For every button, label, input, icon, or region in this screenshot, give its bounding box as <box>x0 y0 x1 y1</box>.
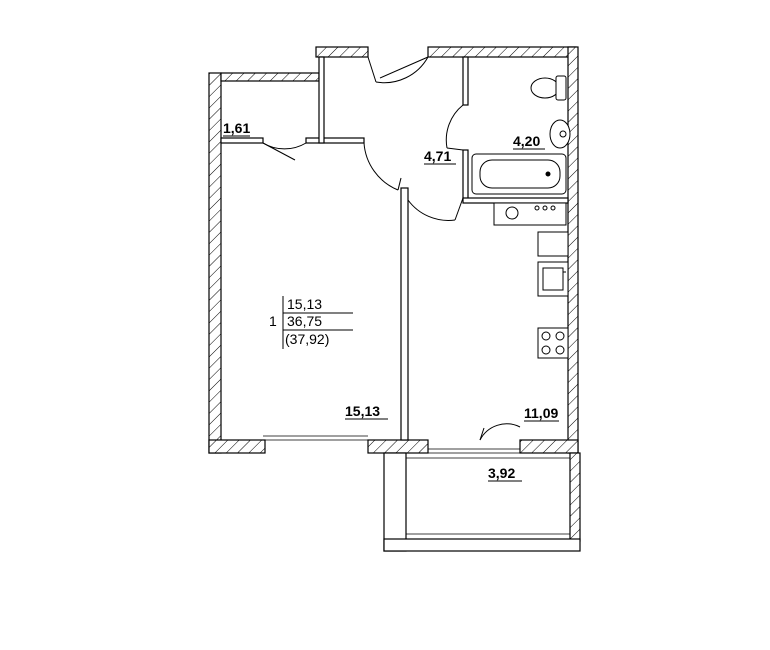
interior-walls <box>220 56 581 552</box>
kitchen-area-label: 11,09 <box>524 405 558 421</box>
kitchen-fixtures <box>537 231 569 359</box>
living-area-value: 15,13 <box>287 296 322 312</box>
room-labels: 1,61 4,71 4,20 15,13 11,09 3,92 <box>223 120 559 482</box>
hall-area-label: 4,71 <box>424 148 451 164</box>
toilet-icon <box>530 77 560 99</box>
stove-icon <box>537 327 569 359</box>
exterior-walls <box>208 46 581 542</box>
rooms-count: 1 <box>269 313 277 329</box>
washer-icon <box>493 202 567 226</box>
area-summary-table: 1 15,13 36,75 (37,92) <box>269 296 353 349</box>
fridge-icon <box>537 231 569 257</box>
bathroom-area-label: 4,20 <box>513 133 540 149</box>
living-room-area-label: 15,13 <box>345 403 380 419</box>
storage-area-label: 1,61 <box>223 120 250 136</box>
doors <box>262 56 521 441</box>
balcony-area-label: 3,92 <box>488 465 515 481</box>
bathroom-fixtures <box>471 75 571 226</box>
total-with-balcony-value: (37,92) <box>285 331 329 347</box>
total-area-value: 36,75 <box>287 313 322 329</box>
